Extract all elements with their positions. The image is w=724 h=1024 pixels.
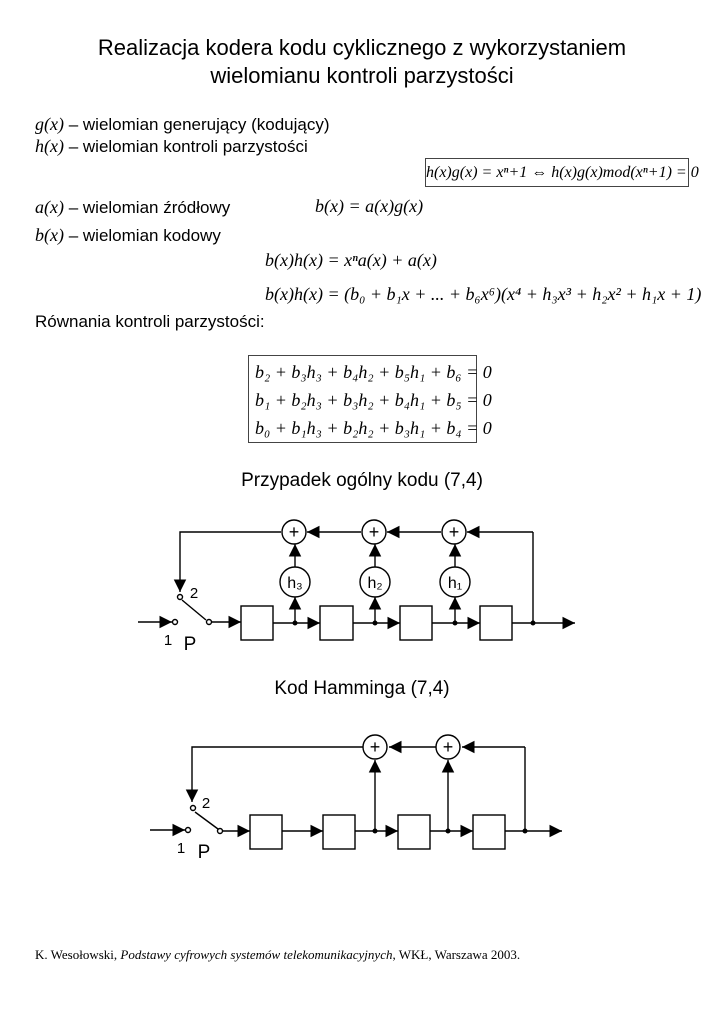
switch-name: P [184,634,197,655]
definition-text: – wielomian kodowy [63,226,221,245]
citation-title: Podstawy cyfrowych systemów telekomunika… [120,947,393,962]
parity-equations-box: b₂ + b₃h₃ + b₄h₂ + b₅h₁ + b₆ = 0 b₁ + b₂… [248,355,492,443]
switch-name: P [198,842,211,863]
page-subtitle: wielomianu kontroli parzystości [210,63,514,88]
diagram2-heading: Kod Hamminga (7,4) [274,678,450,699]
parity-equation: b₂ + b₃h₃ + b₄h₂ + b₅h₁ + b₆ = 0 [255,362,492,382]
code-equation: b(x) = a(x)g(x) [315,196,424,216]
coefficient-circle [279,566,311,598]
switch-pos1: 1 [177,840,185,857]
shift-register [240,605,274,641]
definition-g: g(x) – wielomian generujący (kodujący) [35,114,330,135]
coefficient-circle [359,566,391,598]
shift-register [319,605,354,641]
switch-pos2: 2 [190,585,198,602]
symbol-g: g(x) [35,114,64,134]
diagram1-labels: + + + h₃ h₂ h₁ 2 1 P [164,522,462,655]
product-equation-1: b(x)h(x) = xⁿa(x) + a(x) [265,250,437,270]
adder-label: + [443,737,454,757]
definition-a: a(x) – wielomian źródłowy [35,197,230,218]
diagram2 [150,734,562,850]
adder-circle [435,734,461,760]
adder-circle [362,734,388,760]
shift-register [322,814,356,850]
switch-pos2: 2 [202,795,210,812]
coefficient-circle [439,566,471,598]
adder-label: + [449,522,460,542]
adder-circle [281,519,307,545]
coefficient-h1: h₁ [448,575,462,592]
definition-b: b(x) – wielomian kodowy [35,225,221,246]
adder-circle [441,519,467,545]
symbol-b: b(x) [35,225,64,245]
definition-text: – wielomian źródłowy [63,198,231,217]
symbol-h: h(x) [35,136,64,156]
product-equation-2: b(x)h(x) = (b₀ + b₁x + ... + b₆x⁶)(x⁴ + … [265,284,702,304]
citation: K. Wesołowski, Podstawy cyfrowych system… [35,947,520,963]
switch-pos1: 1 [164,632,172,649]
shift-register [249,814,283,850]
parity-heading: Równania kontroli parzystości: [35,312,265,331]
page-title: Realizacja kodera kodu cyklicznego z wyk… [97,35,627,60]
diagram1-heading: Przypadek ogólny kodu (7,4) [241,470,483,491]
citation-author: K. Wesołowski, [35,947,121,962]
definition-h: h(x) – wielomian kontroli parzystości [35,136,308,157]
diagram2-labels: + + 2 1 P [177,737,453,863]
parity-equation: b₀ + b₁h₃ + b₂h₂ + b₃h₁ + b₄ = 0 [255,418,492,438]
shift-register [397,814,431,850]
adder-label: + [370,737,381,757]
parity-equation: b₁ + b₂h₃ + b₃h₂ + b₄h₁ + b₅ = 0 [255,390,492,410]
diagram1 [138,519,575,641]
adder-label: + [369,522,380,542]
adder-label: + [289,522,300,542]
shift-register [472,814,506,850]
shift-register [399,605,433,641]
coefficient-h2: h₂ [367,575,382,592]
coefficient-h3: h₃ [287,575,302,592]
adder-circle [361,519,387,545]
symbol-a: a(x) [35,197,64,217]
boxed-equation: h(x)g(x) = xⁿ+1 ⇔ h(x)g(x)mod(xⁿ+1) = 0 [425,158,699,187]
definition-text: – wielomian generujący (kodujący) [63,115,330,134]
shift-register [479,605,513,641]
definition-text: – wielomian kontroli parzystości [63,137,308,156]
citation-publisher: , WKŁ, Warszawa 2003. [392,947,521,962]
